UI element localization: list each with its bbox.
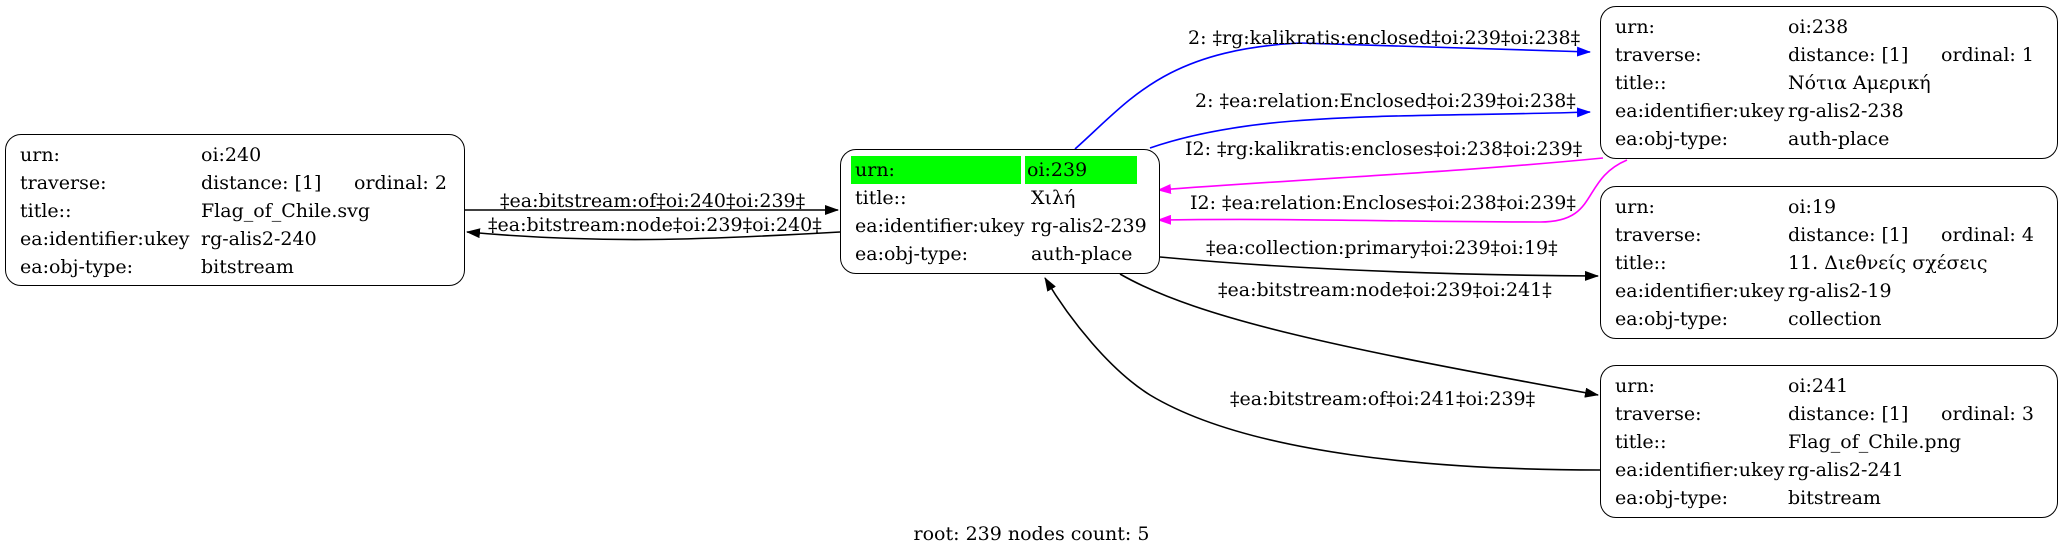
node-oi-19[interactable]: urn: oi:19 traverse: distance: [1] ordinal:… (1600, 186, 2058, 339)
row-value: Flag_of_Chile.svg (201, 200, 371, 222)
row-value: auth-place (1031, 243, 1133, 265)
edge-oi-239-to-oi-238 (1149, 107, 1591, 149)
edge-oi-239-to-oi-241 (1119, 273, 1599, 398)
edge-label: I2: ‡ea:relation:Encloses‡oi:238‡oi:239‡ (1190, 192, 1576, 214)
row-value: oi:239 (1025, 156, 1137, 184)
row-key: ea:identifier:ukey (855, 215, 1025, 237)
row-ordinal: ordinal: 2 (354, 172, 447, 194)
row-value: Flag_of_Chile.png (1788, 431, 1961, 453)
edge-oi-239-to-oi-240 (466, 228, 841, 241)
row-value: rg-alis2-238 (1788, 100, 1904, 122)
row-value: collection (1788, 308, 1882, 330)
edge-oi-239-to-oi-19 (1159, 256, 1599, 281)
node-row-urn-highlighted: urn: oi:239 (851, 156, 1151, 184)
node-oi-238[interactable]: urn: oi:238 traverse: distance: [1] ordinal… (1600, 6, 2058, 159)
row-key: title:: (1615, 72, 1667, 94)
edge-label: ‡ea:bitstream:of‡oi:241‡oi:239‡ (1230, 388, 1535, 410)
row-value: 11. Διεθνείς σχέσεις (1788, 252, 1988, 274)
row-key: ea:obj-type: (1615, 308, 1729, 330)
row-value: auth-place (1788, 128, 1890, 150)
row-ordinal: ordinal: 3 (1941, 403, 2034, 425)
row-key: urn: (1615, 375, 1655, 397)
row-value: distance: [1] (1788, 44, 1909, 66)
edge-oi-238-to-oi-239 (1157, 157, 1604, 195)
edge-label: I2: ‡rg:kalikratis:encloses‡oi:238‡oi:23… (1185, 138, 1582, 160)
row-value: oi:19 (1788, 196, 1837, 218)
row-value: rg-alis2-241 (1788, 459, 1904, 481)
row-ordinal: ordinal: 4 (1941, 224, 2034, 246)
row-value: rg-alis2-240 (201, 228, 317, 250)
row-value: distance: [1] (201, 172, 322, 194)
row-key: ea:obj-type: (1615, 128, 1729, 150)
row-value: bitstream (1788, 487, 1881, 509)
row-key: ea:identifier:ukey (1615, 100, 1785, 122)
row-value: bitstream (201, 256, 294, 278)
row-ordinal: ordinal: 1 (1941, 44, 2034, 66)
edge-oi-239-to-oi-238 (1074, 42, 1591, 150)
row-key: title:: (20, 200, 72, 222)
edge-label: 2: ‡ea:relation:Enclosed‡oi:239‡oi:238‡ (1195, 90, 1576, 112)
edge-label: ‡ea:bitstream:of‡oi:240‡oi:239‡ (500, 190, 805, 212)
row-key: urn: (851, 156, 1021, 184)
edge-label: 2: ‡rg:kalikratis:enclosed‡oi:239‡oi:238… (1188, 27, 1580, 49)
node-oi-240[interactable]: urn: oi:240 traverse: distance: [1] ordinal… (5, 134, 465, 286)
row-key: urn: (1615, 196, 1655, 218)
row-key: title:: (1615, 252, 1667, 274)
graph-footer-summary: root: 239 nodes count: 5 (913, 523, 1150, 545)
edge-label: ‡ea:bitstream:node‡oi:239‡oi:241‡ (1218, 279, 1552, 301)
row-value: Χιλή (1031, 187, 1076, 209)
edge-oi-238-to-oi-239 (1157, 159, 1628, 225)
node-oi-239-root[interactable]: urn: oi:239 title::Χιλή ea:identifier:uk… (840, 149, 1160, 274)
edge-oi-241-to-oi-239 (1044, 277, 1601, 471)
row-value: distance: [1] (1788, 403, 1909, 425)
row-value: rg-alis2-239 (1031, 215, 1147, 237)
row-key: traverse: (1615, 403, 1702, 425)
row-key: traverse: (20, 172, 107, 194)
row-key: ea:obj-type: (855, 243, 969, 265)
row-key: traverse: (1615, 44, 1702, 66)
row-key: urn: (20, 144, 60, 166)
row-value: distance: [1] (1788, 224, 1909, 246)
row-value: oi:238 (1788, 16, 1849, 38)
row-key: ea:obj-type: (20, 256, 134, 278)
row-key: urn: (1615, 16, 1655, 38)
edge-label: ‡ea:bitstream:node‡oi:239‡oi:240‡ (488, 214, 822, 236)
row-value: Νότια Αμερική (1788, 72, 1931, 94)
row-key: ea:identifier:ukey (1615, 459, 1785, 481)
row-key: ea:identifier:ukey (20, 228, 190, 250)
row-value: oi:240 (201, 144, 262, 166)
row-value: oi:241 (1788, 375, 1849, 397)
row-key: traverse: (1615, 224, 1702, 246)
row-key: title:: (855, 187, 907, 209)
row-key: ea:identifier:ukey (1615, 280, 1785, 302)
row-key: ea:obj-type: (1615, 487, 1729, 509)
row-value: rg-alis2-19 (1788, 280, 1892, 302)
row-key: title:: (1615, 431, 1667, 453)
node-oi-241[interactable]: urn: oi:241 traverse: distance: [1] ordinal… (1600, 365, 2058, 518)
edge-label: ‡ea:collection:primary‡oi:239‡oi:19‡ (1206, 237, 1558, 259)
